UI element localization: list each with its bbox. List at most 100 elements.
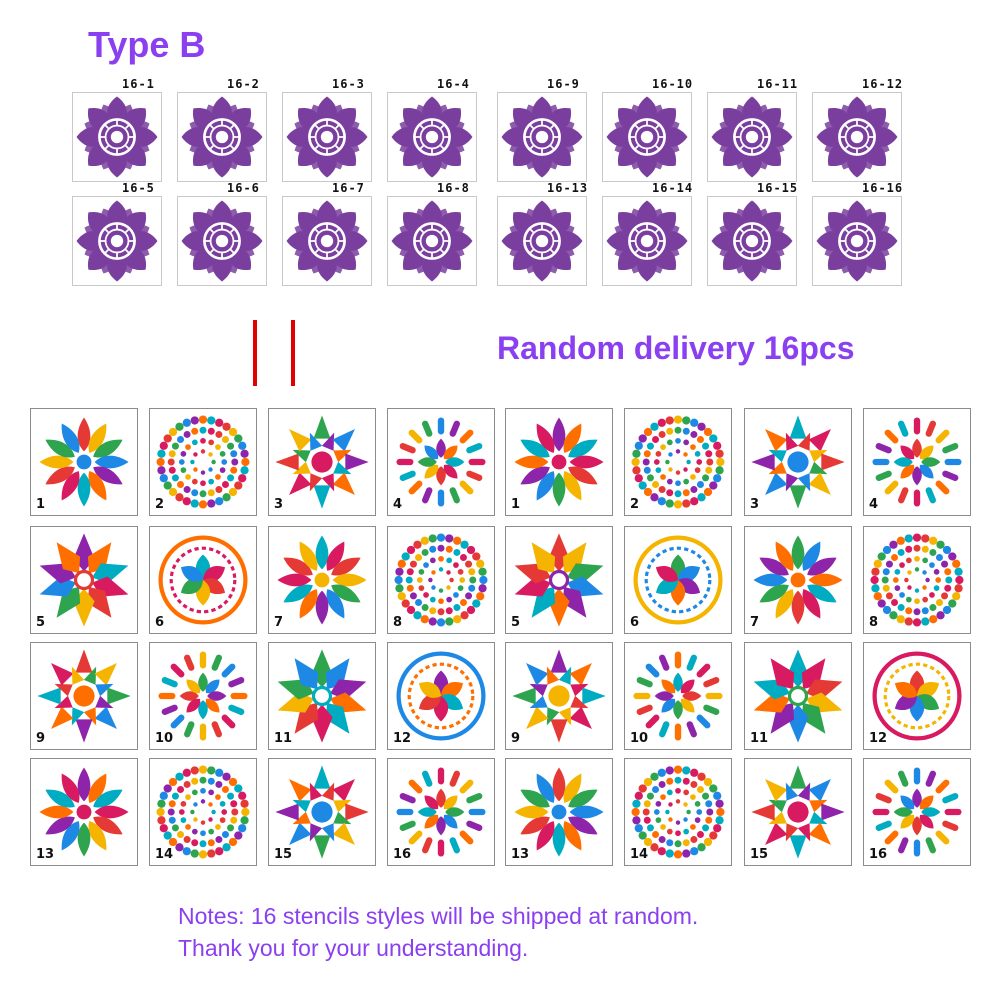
tile-label: 16-14: [652, 181, 694, 195]
mandala-stencil-icon: [269, 527, 375, 633]
lotus-mandala-icon: [73, 197, 161, 285]
tile-label: 16-4: [437, 77, 470, 91]
lotus-mandala-icon: [178, 197, 266, 285]
type-b-tile: [177, 196, 267, 286]
stencil-number: 15: [274, 847, 293, 862]
type-b-tile: [497, 196, 587, 286]
stencil-tile: 2: [624, 408, 732, 516]
stencil-number: 15: [750, 847, 769, 862]
type-b-tile: [177, 92, 267, 182]
stencil-number: 5: [36, 615, 46, 630]
type-b-tile: [72, 92, 162, 182]
mandala-stencil-icon: [150, 409, 256, 515]
stencil-number: 2: [630, 497, 640, 512]
tile-label: 16-16: [862, 181, 904, 195]
lotus-mandala-icon: [708, 197, 796, 285]
type-b-tile: [387, 196, 477, 286]
stencil-tile: 7: [744, 526, 852, 634]
stencil-tile: 9: [505, 642, 613, 750]
stencil-number: 10: [155, 731, 174, 746]
mandala-stencil-icon: [864, 409, 970, 515]
stencil-tile: 6: [149, 526, 257, 634]
stencil-tile: 6: [624, 526, 732, 634]
lotus-mandala-icon: [498, 197, 586, 285]
mandala-stencil-icon: [506, 643, 612, 749]
tile-label: 16-13: [547, 181, 589, 195]
mandala-stencil-icon: [625, 527, 731, 633]
divider-line-right: [291, 320, 295, 386]
stencil-tile: 8: [863, 526, 971, 634]
lotus-mandala-icon: [388, 197, 476, 285]
stencil-number: 5: [511, 615, 521, 630]
mandala-stencil-icon: [269, 759, 375, 865]
type-title: Type B: [88, 24, 206, 65]
notes-line-2: Thank you for your understanding.: [178, 935, 529, 961]
tile-label: 16-6: [227, 181, 260, 195]
lotus-mandala-icon: [73, 93, 161, 181]
stencil-tile: 5: [30, 526, 138, 634]
type-b-tile: [602, 92, 692, 182]
stencil-tile: 15: [744, 758, 852, 866]
stencil-tile: 7: [268, 526, 376, 634]
stencil-number: 14: [630, 847, 649, 862]
stencil-tile: 3: [744, 408, 852, 516]
stencil-tile: 11: [268, 642, 376, 750]
mandala-stencil-icon: [31, 759, 137, 865]
stencil-tile: 12: [387, 642, 495, 750]
random-delivery-title: Random delivery 16pcs: [497, 330, 855, 366]
lotus-mandala-icon: [178, 93, 266, 181]
stencil-tile: 2: [149, 408, 257, 516]
tile-label: 16-10: [652, 77, 694, 91]
tile-label: 16-2: [227, 77, 260, 91]
lotus-mandala-icon: [283, 197, 371, 285]
stencil-number: 7: [274, 615, 284, 630]
type-b-tile: [707, 92, 797, 182]
tile-label: 16-3: [332, 77, 365, 91]
stencil-number: 9: [36, 731, 46, 746]
mandala-stencil-icon: [506, 409, 612, 515]
mandala-stencil-icon: [388, 643, 494, 749]
mandala-stencil-icon: [864, 759, 970, 865]
mandala-stencil-icon: [506, 759, 612, 865]
mandala-stencil-icon: [625, 409, 731, 515]
lotus-mandala-icon: [603, 197, 691, 285]
type-b-tile: [72, 196, 162, 286]
tile-label: 16-8: [437, 181, 470, 195]
lotus-mandala-icon: [813, 197, 901, 285]
tile-label: 16-7: [332, 181, 365, 195]
stencil-number: 11: [750, 731, 769, 746]
lotus-mandala-icon: [813, 93, 901, 181]
mandala-stencil-icon: [388, 527, 494, 633]
mandala-stencil-icon: [269, 643, 375, 749]
mandala-stencil-icon: [31, 527, 137, 633]
stencil-number: 4: [869, 497, 879, 512]
tile-label: 16-9: [547, 77, 580, 91]
tile-label: 16-11: [757, 77, 799, 91]
type-b-tile: [282, 196, 372, 286]
stencil-number: 7: [750, 615, 760, 630]
stencil-number: 13: [511, 847, 530, 862]
stencil-tile: 1: [505, 408, 613, 516]
stencil-number: 10: [630, 731, 649, 746]
mandala-stencil-icon: [150, 759, 256, 865]
mandala-stencil-icon: [388, 759, 494, 865]
notes: Notes: 16 stencils styles will be shippe…: [178, 900, 698, 964]
tile-label: 16-5: [122, 181, 155, 195]
stencil-tile: 14: [624, 758, 732, 866]
stencil-tile: 3: [268, 408, 376, 516]
stencil-number: 2: [155, 497, 165, 512]
mandala-stencil-icon: [864, 527, 970, 633]
stencil-tile: 11: [744, 642, 852, 750]
stencil-tile: 15: [268, 758, 376, 866]
stencil-number: 14: [155, 847, 174, 862]
mandala-stencil-icon: [150, 643, 256, 749]
stencil-number: 3: [750, 497, 760, 512]
stencil-tile: 13: [30, 758, 138, 866]
stencil-tile: 12: [863, 642, 971, 750]
lotus-mandala-icon: [498, 93, 586, 181]
type-b-tile: [812, 92, 902, 182]
mandala-stencil-icon: [31, 409, 137, 515]
stencil-tile: 4: [863, 408, 971, 516]
